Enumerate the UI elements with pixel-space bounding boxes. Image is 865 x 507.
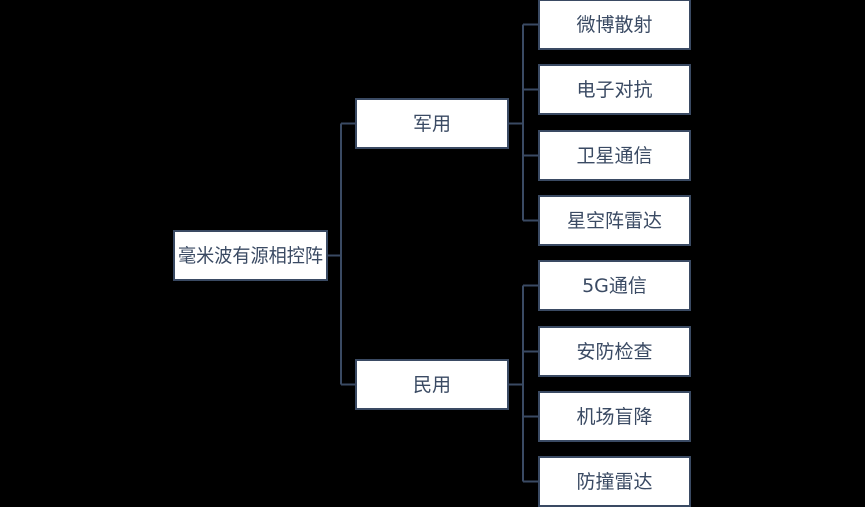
node-leaf-mil-4-box[interactable] [538,195,691,246]
node-leaf-mil-2[interactable]: 电子对抗 [538,64,691,115]
node-leaf-civ-4-label: 防撞雷达 [576,471,652,493]
node-leaf-mil-3-label: 卫星通信 [576,145,652,167]
node-leaf-mil-1[interactable]: 微博散射 [538,0,691,50]
node-leaf-mil-3-box[interactable] [538,130,691,181]
node-root[interactable]: 毫米波有源相控阵 [173,230,328,281]
node-leaf-mil-4[interactable]: 星空阵雷达 [538,195,691,246]
node-leaf-mil-4-label: 星空阵雷达 [567,210,662,232]
node-branch-military-label: 军用 [413,113,451,135]
node-leaf-civ-1-box[interactable] [538,260,691,311]
node-leaf-civ-4[interactable]: 防撞雷达 [538,456,691,507]
node-leaf-mil-1-box[interactable] [538,0,691,50]
node-leaf-civ-2-box[interactable] [538,326,691,377]
node-leaf-mil-1-label: 微博散射 [576,14,652,36]
node-branch-civil-label: 民用 [413,374,451,396]
node-leaf-civ-2[interactable]: 安防检查 [538,326,691,377]
node-leaf-civ-3-box[interactable] [538,391,691,442]
node-leaf-civ-3[interactable]: 机场盲降 [538,391,691,442]
connector-layer [327,23,539,483]
node-branch-military-box[interactable] [355,98,509,149]
node-root-label: 毫米波有源相控阵 [178,245,323,267]
node-leaf-mil-2-box[interactable] [538,64,691,115]
node-branch-civil-box[interactable] [355,359,509,410]
node-leaf-civ-1-label: 5G通信 [582,275,647,297]
node-leaf-civ-1[interactable]: 5G通信 [538,260,691,311]
node-leaf-mil-3[interactable]: 卫星通信 [538,130,691,181]
node-root-box[interactable] [173,230,328,281]
node-leaf-civ-4-box[interactable] [538,456,691,507]
node-branch-civil[interactable]: 民用 [355,359,509,410]
node-leaf-civ-3-label: 机场盲降 [576,406,652,428]
node-branch-military[interactable]: 军用 [355,98,509,149]
node-leaf-mil-2-label: 电子对抗 [576,79,652,101]
node-leaf-civ-2-label: 安防检查 [576,341,652,363]
